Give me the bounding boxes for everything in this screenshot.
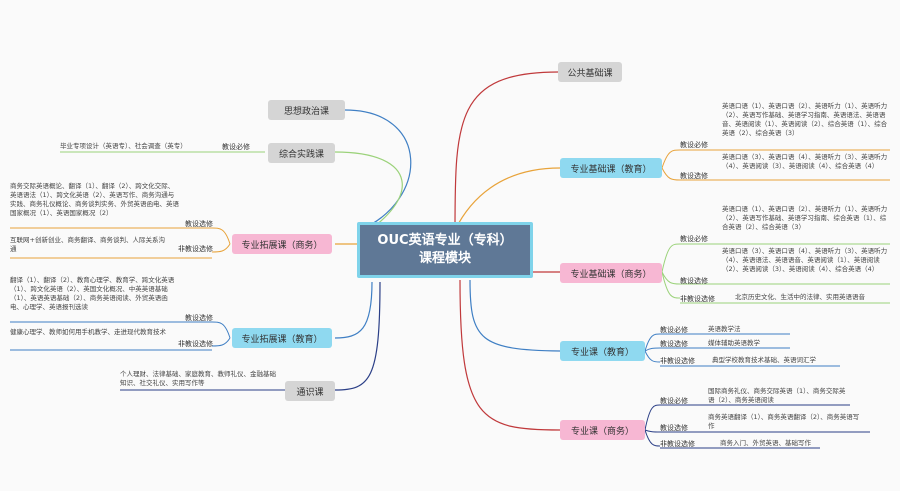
practice-label: 教设必修 xyxy=(222,143,250,151)
biz-major-nonedu-text: 商务入门、外贸英语、基础写作 xyxy=(720,439,811,447)
edu-major-nonedu-label: 非教设选修 xyxy=(660,357,695,365)
edu-expand-node[interactable]: 专业拓展课（教育） xyxy=(232,328,332,348)
biz-basic-elec-label: 教设选修 xyxy=(680,277,708,285)
biz-basic-nonedu-text: 北京历史文化、生活中的法律、实用英语语音 xyxy=(735,293,865,301)
biz-basic-req-label: 教设必修 xyxy=(680,235,708,243)
edu-major-req-text: 英语教学法 xyxy=(708,325,741,333)
practice-node[interactable]: 综合实践课 xyxy=(268,143,335,163)
public-course-node[interactable]: 公共基础课 xyxy=(558,62,622,82)
biz-major-node[interactable]: 专业课（商务） xyxy=(560,420,645,440)
edu-major-req-label: 教设必修 xyxy=(660,326,688,334)
edu-basic-req-label: 教设必修 xyxy=(680,141,708,149)
politics-node[interactable]: 思想政治课 xyxy=(268,100,345,120)
edu-major-elec-text: 媒体辅助英语教学 xyxy=(708,339,760,347)
root-title-line2: 课程模块 xyxy=(418,251,471,266)
biz-basic-req-text: 英语口语（1）、英语口语（2）、英语听力（1）、英语听力（2）、英语写作基础、英… xyxy=(722,205,888,231)
edu-major-node[interactable]: 专业课（教育） xyxy=(560,341,645,361)
biz-expand-nonedu-text: 互联网+创新创业、商务翻译、商务谈判、人际关系沟通 xyxy=(10,236,165,253)
biz-basic-node[interactable]: 专业基础课（商务） xyxy=(560,263,662,283)
general-text: 个人理财、法律基础、家庭教育、教师礼仪、金融基础知识、社交礼仪、实用写作等 xyxy=(120,370,276,387)
biz-major-nonedu-label: 非教设选修 xyxy=(660,440,695,448)
edu-expand-nonedu-label: 非教设选修 xyxy=(178,340,213,348)
practice-text: 毕业专项设计（英语专）、社会调查（英专） xyxy=(60,142,187,150)
biz-major-req-label: 教设必修 xyxy=(660,397,688,405)
biz-expand-nonedu-label: 非教设选修 xyxy=(178,245,213,253)
edu-expand-elec-text: 翻译（1）、翻译（2）、教育心理学、教育学、跨文化英语（1）、跨文化英语（2）、… xyxy=(10,276,175,311)
general-node[interactable]: 通识课 xyxy=(285,381,335,401)
edu-expand-nonedu-text: 健康心理学、教师如何用手机教学、走进现代教育技术 xyxy=(10,328,166,336)
root-title-line1: OUC英语专业（专科） xyxy=(377,233,513,248)
edu-basic-elec-text: 英语口语（3）、英语口语（4）、英语听力（3）、英语听力（4）、英语阅读（3）、… xyxy=(722,153,888,170)
biz-basic-elec-text: 英语口语（3）、英语口语（4）、英语听力（3）、英语听力（4）、英语语法、英语语… xyxy=(722,247,888,273)
edu-basic-node[interactable]: 专业基础课（教育） xyxy=(560,158,662,178)
edu-expand-elec-label: 教设选修 xyxy=(185,314,213,322)
edu-basic-req-text: 英语口语（1）、英语口语（2）、英语听力（1）、英语听力（2）、英语写作基础、英… xyxy=(722,102,888,137)
root-node[interactable]: OUC英语专业（专科） 课程模块 xyxy=(357,222,533,278)
biz-major-req-text: 国际商务礼仪、商务交际英语（1）、商务交际英语（2）、商务英语阅读 xyxy=(708,387,846,404)
biz-major-elec-text: 商务英语翻译（1）、商务英语翻译（2）、商务英语写作 xyxy=(708,413,860,430)
edu-major-elec-label: 教设选修 xyxy=(660,340,688,348)
biz-major-elec-label: 教设选修 xyxy=(660,424,688,432)
biz-expand-elec-text: 商务交际英语概论、翻译（1）、翻译（2）、跨文化交际、英语语法（1）、跨文化英语… xyxy=(10,182,179,217)
biz-basic-nonedu-label: 非教设选修 xyxy=(680,295,715,303)
biz-expand-elec-label: 教设选修 xyxy=(185,220,213,228)
edu-major-nonedu-text: 典型学校教育技术基础、英语词汇学 xyxy=(712,356,816,364)
edu-basic-elec-label: 教设选修 xyxy=(680,172,708,180)
biz-expand-node[interactable]: 专业拓展课（商务） xyxy=(232,234,332,254)
